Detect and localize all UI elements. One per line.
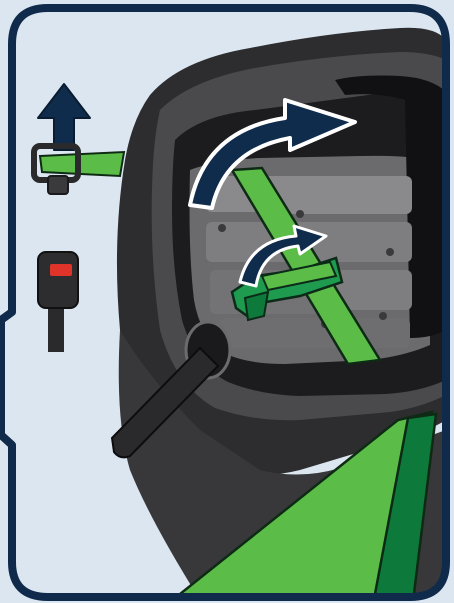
instruction-panel (0, 0, 454, 603)
